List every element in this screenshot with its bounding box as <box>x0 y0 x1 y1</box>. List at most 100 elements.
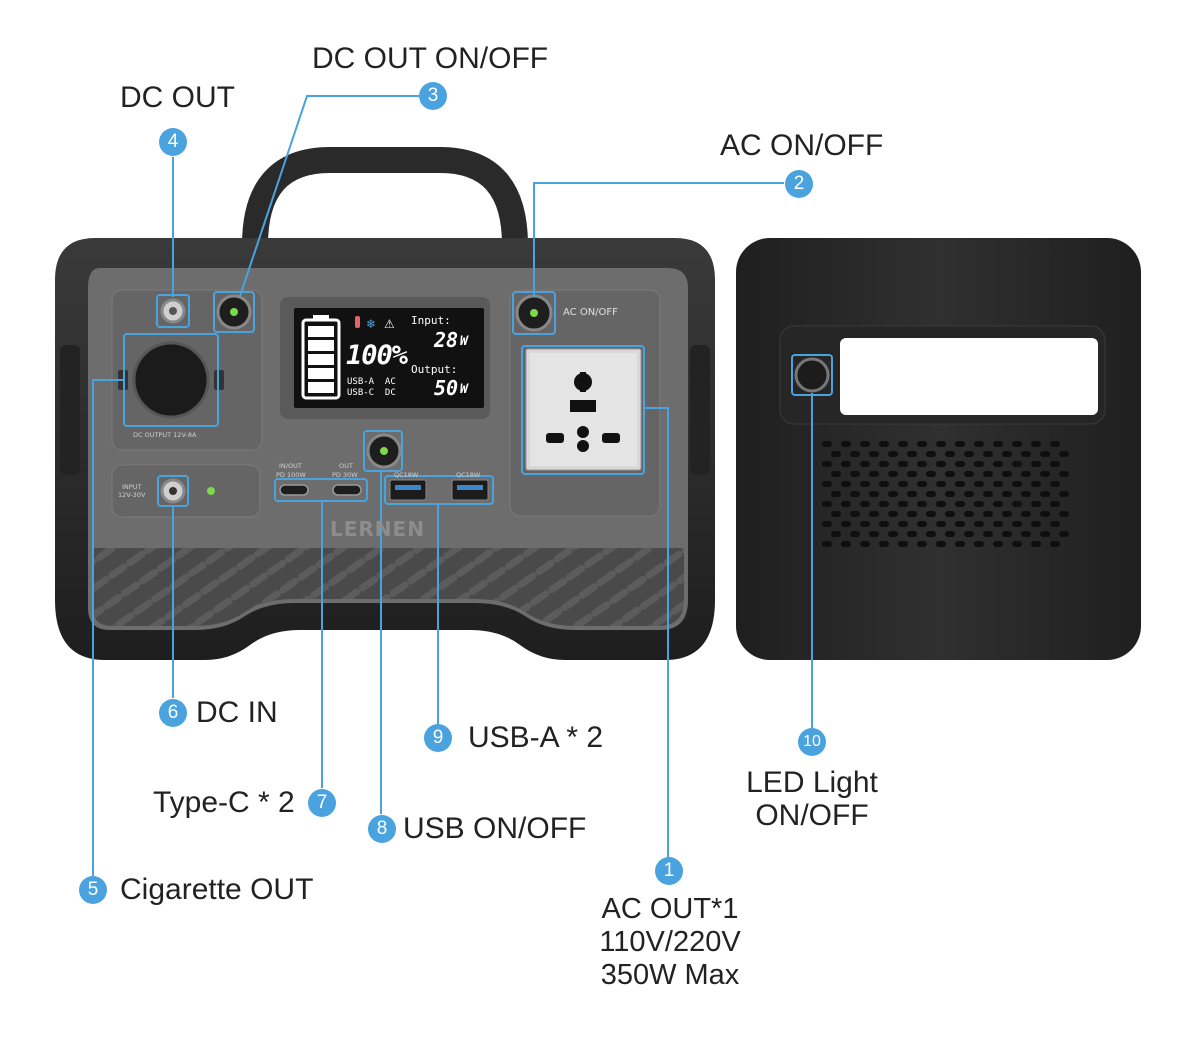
vent-slot <box>888 491 898 497</box>
vent-slot <box>850 471 860 477</box>
vent-slot <box>1040 491 1050 497</box>
vent-slot <box>860 461 870 467</box>
vent-slot <box>879 441 889 447</box>
led-light-panel <box>840 338 1098 415</box>
vent-slot <box>974 541 984 547</box>
vent-slot <box>936 521 946 527</box>
callout-badge-1: 1 <box>655 857 683 885</box>
vent-slot <box>841 481 851 487</box>
callout-badge-10: 10 <box>798 728 826 756</box>
grip-texture <box>92 548 684 626</box>
cigarette-port <box>132 341 210 419</box>
vent-slot <box>1021 511 1031 517</box>
vent-slot <box>955 441 965 447</box>
lcd-output-unit: W <box>460 382 468 397</box>
callout-label-led-light-line-1: LED Light <box>746 766 878 799</box>
input-label: INPUT <box>122 483 142 491</box>
vent-slot <box>822 441 832 447</box>
vent-slot <box>1050 441 1060 447</box>
vent-slot <box>964 491 974 497</box>
vent-slot <box>879 461 889 467</box>
vent-slot <box>993 481 1003 487</box>
vent-slot <box>1040 471 1050 477</box>
vent-slot <box>1012 461 1022 467</box>
vent-slot <box>841 521 851 527</box>
vent-slot <box>964 511 974 517</box>
callout-label-dc-out-onoff: DC OUT ON/OFF <box>312 42 549 75</box>
vent-slot <box>936 541 946 547</box>
vent-slot <box>1021 531 1031 537</box>
vent-slot <box>1040 531 1050 537</box>
vent-slot <box>993 501 1003 507</box>
vent-slot <box>1012 541 1022 547</box>
vent-slot <box>974 481 984 487</box>
vent-slot <box>1031 541 1041 547</box>
vent-slot <box>822 521 832 527</box>
vent-slot <box>1059 451 1069 457</box>
vent-slot <box>1031 441 1041 447</box>
vent-slot <box>926 531 936 537</box>
vent-slot <box>974 441 984 447</box>
side-vents <box>822 441 1069 547</box>
vent-slot <box>898 441 908 447</box>
vent-slot <box>907 531 917 537</box>
callout-label-led-light: LED Light ON/OFF <box>712 766 912 832</box>
vent-slot <box>1002 511 1012 517</box>
typec-port-right <box>332 484 362 496</box>
carry-handle <box>242 147 528 258</box>
callout-label-ac-onoff: AC ON/OFF <box>720 129 884 162</box>
vent-slot <box>888 531 898 537</box>
vent-slot <box>955 481 965 487</box>
lcd-output-label: Output: <box>411 363 458 376</box>
vent-slot <box>1002 531 1012 537</box>
typec-left-label-top: IN/OUT <box>279 462 302 470</box>
lcd-input-unit: W <box>460 334 468 349</box>
vent-slot <box>1059 511 1069 517</box>
vent-slot <box>850 531 860 537</box>
callout-label-led-light-line-2: ON/OFF <box>755 799 869 832</box>
vent-slot <box>936 481 946 487</box>
callout-badge-2: 2 <box>785 170 813 198</box>
callout-badge-5: 5 <box>79 876 107 904</box>
vent-slot <box>1050 501 1060 507</box>
callout-label-cigarette-out: Cigarette OUT <box>120 873 314 906</box>
side-unit-shell <box>736 238 1141 660</box>
vent-slot <box>1050 481 1060 487</box>
vent-slot <box>974 521 984 527</box>
vent-slot <box>1050 521 1060 527</box>
vent-slot <box>1040 451 1050 457</box>
vent-slot <box>898 541 908 547</box>
vent-slot <box>1050 461 1060 467</box>
vent-slot <box>898 481 908 487</box>
dc-output-label: DC OUTPUT 12V-8A <box>133 431 197 439</box>
vent-slot <box>879 541 889 547</box>
vent-slot <box>898 521 908 527</box>
typec-port-left <box>279 484 309 496</box>
vent-slot <box>831 531 841 537</box>
vent-slot <box>850 511 860 517</box>
vent-slot <box>1059 491 1069 497</box>
vent-slot <box>1040 511 1050 517</box>
vent-slot <box>945 451 955 457</box>
callout-badge-3: 3 <box>419 82 447 110</box>
callout-badge-4: 4 <box>159 128 187 156</box>
vent-slot <box>926 451 936 457</box>
callout-label-type-c: Type-C * 2 <box>153 786 295 819</box>
lcd-screen <box>294 308 484 408</box>
usba-left-label: QC18W <box>394 471 419 479</box>
vent-slot <box>822 461 832 467</box>
callout-label-dc-in: DC IN <box>196 696 278 729</box>
vent-slot <box>993 461 1003 467</box>
vent-slot <box>1012 521 1022 527</box>
vent-slot <box>1012 481 1022 487</box>
vent-slot <box>917 541 927 547</box>
vent-slot <box>926 471 936 477</box>
vent-slot <box>1021 451 1031 457</box>
vent-slot <box>955 461 965 467</box>
vent-slot <box>898 461 908 467</box>
vent-slot <box>926 511 936 517</box>
vent-slot <box>841 441 851 447</box>
vent-slot <box>841 461 851 467</box>
vent-slot <box>945 491 955 497</box>
vent-slot <box>860 541 870 547</box>
